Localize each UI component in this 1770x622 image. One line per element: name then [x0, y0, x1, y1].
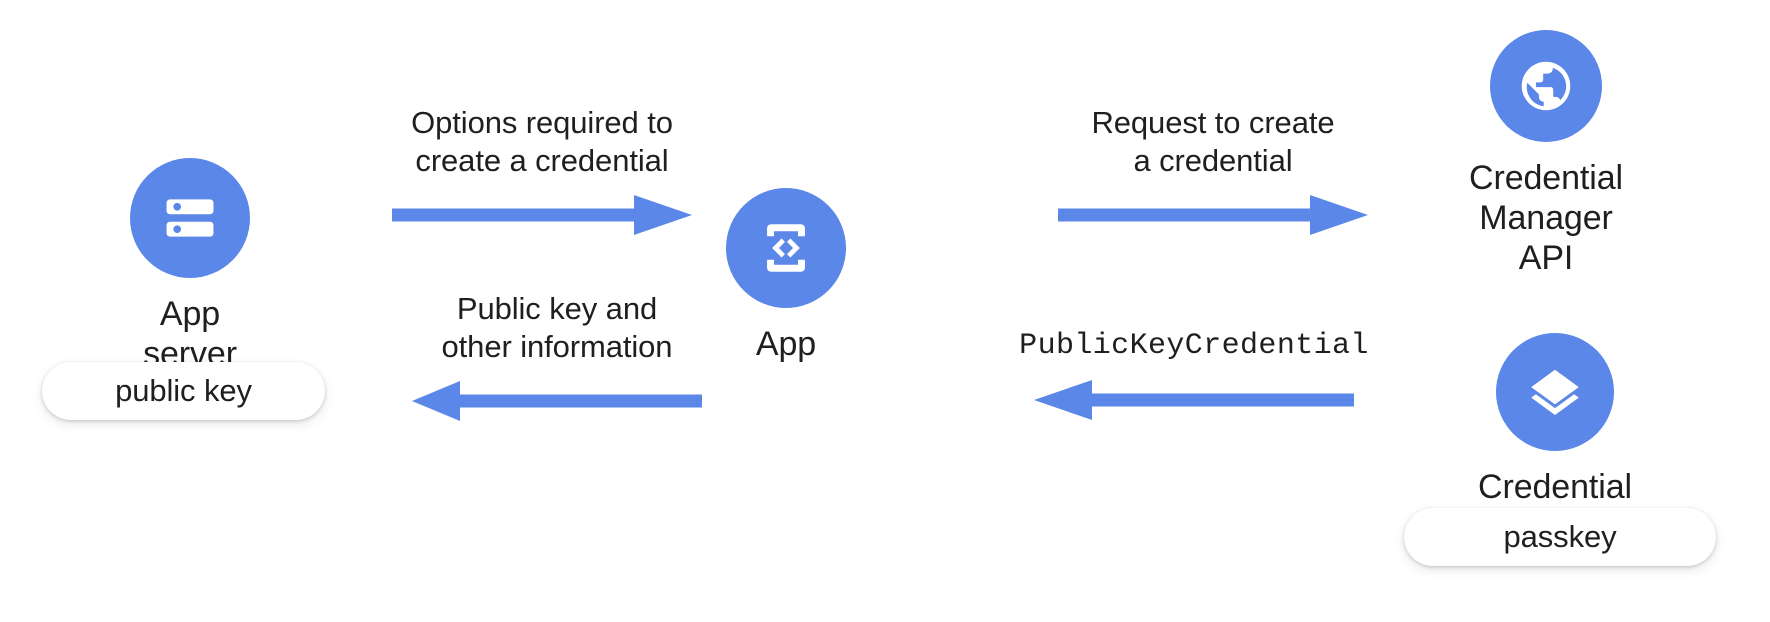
- arrow-right-options-required: [392, 194, 692, 236]
- flow-label-publickeycredential: PublicKeyCredential: [1019, 329, 1369, 363]
- node-label-app: App: [755, 325, 817, 363]
- flow-request-to-create: Request to create a credential: [1058, 104, 1368, 236]
- layers-icon: [1496, 333, 1614, 451]
- node-credential-manager-api: Credential Manager API: [1469, 30, 1623, 278]
- node-label-credential-manager-api: Credential Manager API: [1469, 159, 1623, 278]
- phone-code-icon: [726, 188, 846, 308]
- server-icon: [130, 158, 250, 278]
- flow-public-key-and-other-info: Public key and other information: [412, 290, 702, 422]
- arrow-right-request-to-create: [1058, 194, 1368, 236]
- pill-passkey: passkey: [1404, 508, 1716, 566]
- flow-label-public-key-and-other-info: Public key and other information: [441, 291, 673, 364]
- pill-passkey-label: passkey: [1503, 519, 1617, 554]
- flow-options-required: Options required to create a credential: [392, 104, 692, 236]
- flow-label-options-required: Options required to create a credential: [411, 105, 673, 178]
- pill-public-key-label: public key: [115, 373, 252, 408]
- arrow-left-publickeycredential: [1034, 379, 1354, 421]
- node-app-server: App server: [130, 158, 250, 374]
- arrow-left-public-key-and-other-info: [412, 380, 702, 422]
- node-app: App: [726, 188, 846, 364]
- pill-public-key: public key: [42, 362, 325, 420]
- flow-publickeycredential: PublicKeyCredential: [1019, 328, 1368, 421]
- flow-label-request-to-create: Request to create a credential: [1091, 105, 1335, 178]
- globe-icon: [1490, 30, 1602, 142]
